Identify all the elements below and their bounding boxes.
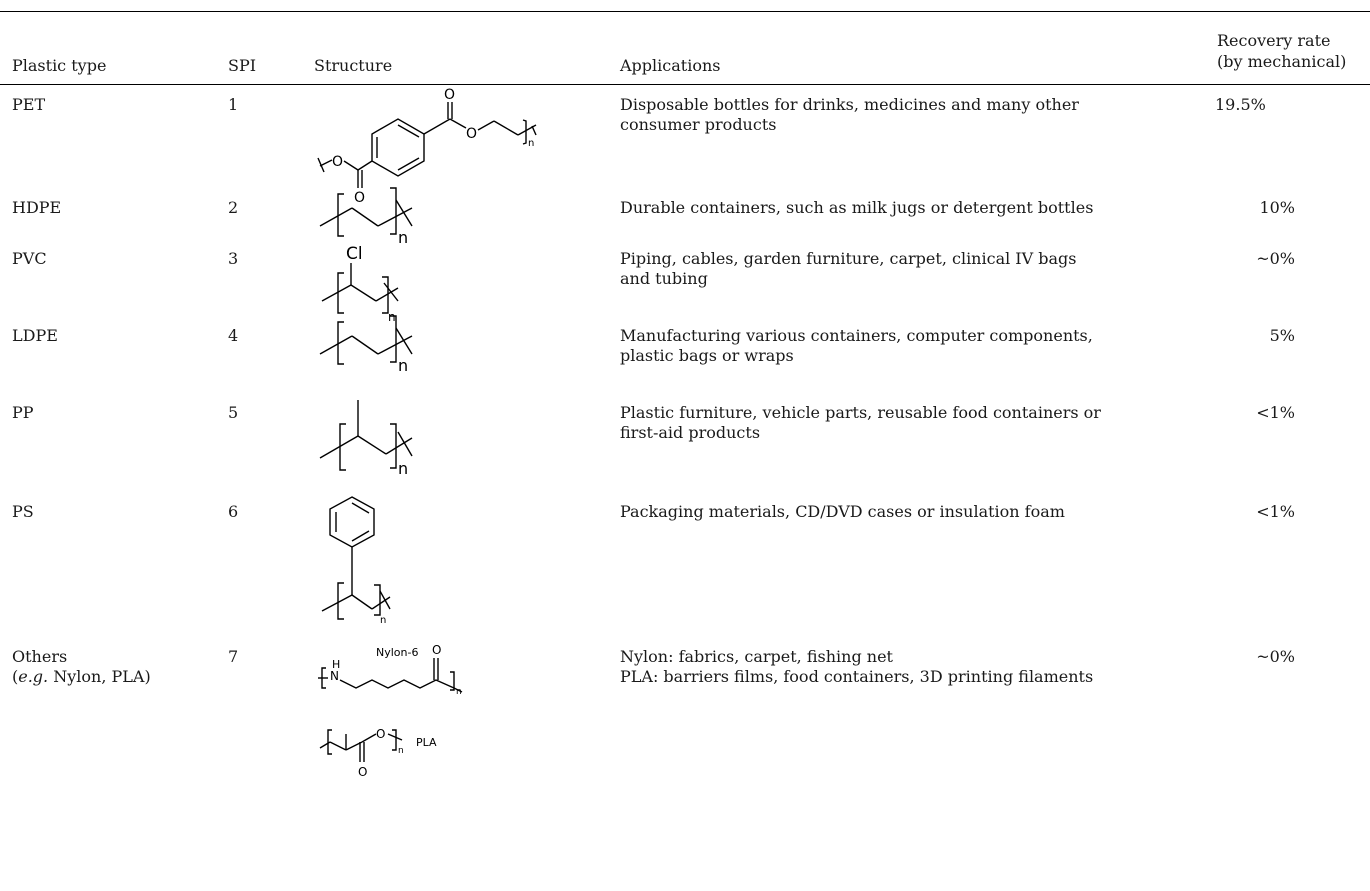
structure-pp-svg: n — [319, 400, 413, 478]
structure-hdpe: n — [318, 186, 438, 260]
header-plastic-type: Plastic type — [12, 56, 107, 75]
header-applications: Applications — [620, 56, 721, 75]
pp-n: n — [398, 459, 408, 478]
header-recovery-line2: (by mechanical) — [1217, 52, 1347, 71]
row-others-applications: Nylon: fabrics, carpet, fishing net PLA:… — [620, 647, 1093, 687]
structure-pvc: Cl n — [318, 243, 438, 327]
pla-o2: O — [376, 727, 385, 741]
table-top-rule — [0, 11, 1370, 12]
structure-pp: n — [318, 396, 438, 480]
row-pvc-applications: Piping, cables, garden furniture, carpet… — [620, 249, 1077, 289]
header-recovery-line1: Recovery rate — [1217, 31, 1331, 50]
structure-pvc-svg: Cl n — [321, 244, 399, 324]
row-pp-app-line1: Plastic furniture, vehicle parts, reusab… — [620, 403, 1101, 422]
hdpe-n: n — [398, 228, 408, 247]
row-hdpe-rate: 10% — [1259, 198, 1295, 217]
row-ps-applications: Packaging materials, CD/DVD cases or ins… — [620, 502, 1065, 521]
row-ldpe-applications: Manufacturing various containers, comput… — [620, 326, 1093, 366]
row-others-app-line1: Nylon: fabrics, carpet, fishing net — [620, 647, 893, 666]
row-pet-app-line1: Disposable bottles for drinks, medicines… — [620, 95, 1079, 114]
row-others-type-line2: (e.g. Nylon, PLA) — [12, 667, 151, 686]
pla-o1: O — [358, 765, 367, 779]
pet-o3: O — [444, 87, 455, 103]
header-spi: SPI — [228, 56, 257, 75]
nylon-label: Nylon-6 — [376, 646, 418, 659]
row-others-eg: e.g. — [18, 667, 49, 686]
row-ps-spi: 6 — [228, 502, 239, 521]
nylon-o: O — [432, 643, 441, 657]
row-hdpe-spi: 2 — [228, 198, 239, 217]
header-rule — [0, 84, 1370, 85]
structure-pet-svg: O O O O n — [317, 87, 537, 206]
pvc-cl: Cl — [346, 244, 363, 264]
row-pp-applications: Plastic furniture, vehicle parts, reusab… — [620, 403, 1101, 443]
nylon-n-atom: N — [330, 669, 339, 683]
row-others-type: Others (e.g. Nylon, PLA) — [12, 647, 151, 687]
row-ps-type: PS — [12, 502, 34, 521]
nylon-n: n — [456, 687, 462, 697]
row-pvc-app-line1: Piping, cables, garden furniture, carpet… — [620, 249, 1077, 268]
row-others-rate: ~0% — [1256, 647, 1295, 666]
structure-ps: n — [318, 487, 438, 631]
row-others-type-line1: Others — [12, 647, 68, 666]
ps-n: n — [380, 615, 386, 626]
structure-hdpe-svg: n — [319, 187, 413, 247]
row-pp-spi: 5 — [228, 403, 239, 422]
row-pp-type: PP — [12, 403, 34, 422]
row-pp-rate: <1% — [1256, 403, 1295, 422]
ldpe-n: n — [398, 356, 408, 375]
row-others-type-rest: Nylon, PLA) — [48, 667, 151, 686]
row-pvc-spi: 3 — [228, 249, 239, 268]
nylon-h: H — [332, 658, 340, 671]
row-pp-app-line2: first-aid products — [620, 423, 761, 442]
pet-n: n — [528, 138, 534, 149]
row-pet-type: PET — [12, 95, 46, 114]
pet-o1: O — [332, 154, 343, 170]
row-hdpe-type: HDPE — [12, 198, 62, 217]
structure-ldpe: n — [318, 314, 438, 388]
row-others-app-line2: PLA: barriers films, food containers, 3D… — [620, 667, 1094, 686]
row-pvc-app-line2: and tubing — [620, 269, 708, 288]
structure-others-svg: Nylon-6 H N O n O O n PLA — [318, 643, 463, 779]
structure-pet: O O O O n — [310, 87, 570, 212]
row-hdpe-applications: Durable containers, such as milk jugs or… — [620, 198, 1094, 217]
pet-o4: O — [466, 126, 477, 142]
header-structure: Structure — [314, 56, 393, 75]
header-recovery-rate: Recovery rate (by mechanical) — [1217, 30, 1346, 72]
row-pvc-rate: ~0% — [1256, 249, 1295, 268]
row-pet-spi: 1 — [228, 95, 239, 114]
row-ldpe-app-line2: plastic bags or wraps — [620, 346, 794, 365]
row-ps-rate: <1% — [1256, 502, 1295, 521]
row-ldpe-type: LDPE — [12, 326, 58, 345]
row-ldpe-app-line1: Manufacturing various containers, comput… — [620, 326, 1093, 345]
structure-others: Nylon-6 H N O n O O n PLA — [316, 638, 496, 812]
pla-n: n — [398, 746, 404, 756]
row-pet-rate: 19.5% — [1215, 95, 1266, 114]
structure-ldpe-svg: n — [319, 315, 413, 375]
pvc-n: n — [388, 310, 396, 324]
pla-label: PLA — [416, 736, 437, 749]
row-ldpe-spi: 4 — [228, 326, 239, 345]
row-pvc-type: PVC — [12, 249, 47, 268]
row-pet-applications: Disposable bottles for drinks, medicines… — [620, 95, 1079, 135]
structure-ps-svg: n — [321, 496, 391, 626]
row-others-spi: 7 — [228, 647, 239, 666]
row-ldpe-rate: 5% — [1269, 326, 1295, 345]
row-pet-app-line2: consumer products — [620, 115, 777, 134]
pet-o2: O — [354, 190, 365, 206]
